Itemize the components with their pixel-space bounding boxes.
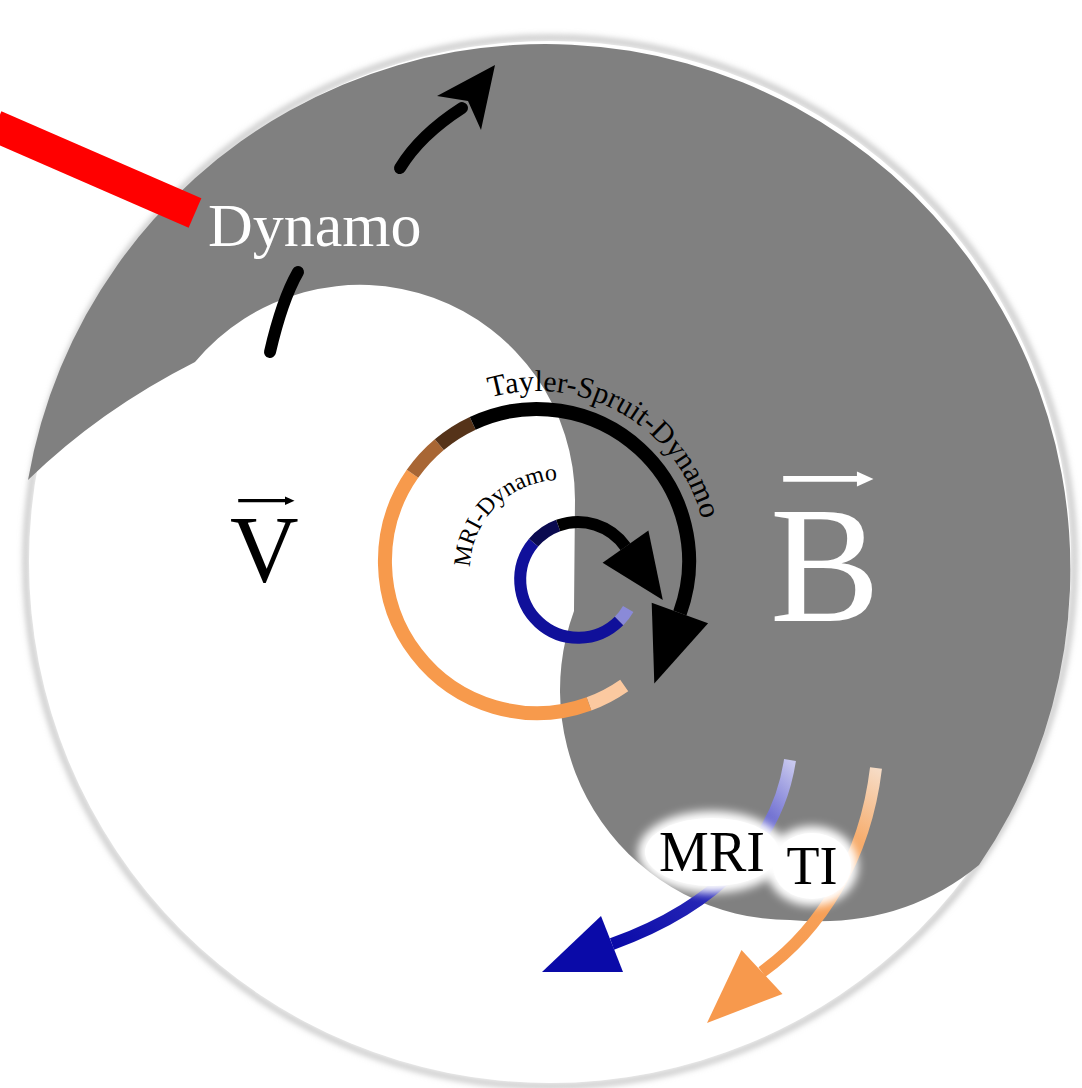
velocity-symbol: V — [230, 503, 299, 598]
ti-arrow-shaft — [762, 768, 876, 972]
mri-loop-head — [603, 531, 663, 600]
ti-loop-arc — [413, 445, 440, 474]
gray-region — [28, 44, 1070, 921]
dynamo-arrow-head — [437, 65, 495, 130]
dynamo-arrow-shaft — [400, 108, 462, 168]
instability-label: MRI — [659, 821, 765, 883]
instability-node: TI — [773, 833, 852, 899]
vector-bar — [783, 476, 858, 482]
ti-loop-arc — [439, 423, 472, 444]
ti-loop-arc — [589, 686, 624, 704]
instability-node: MRI — [645, 818, 779, 886]
mri-loop-arc — [619, 609, 628, 621]
instability-label: TI — [787, 836, 838, 896]
loop-label: Tayler-Spruit-Dynamo — [484, 364, 728, 521]
mri-loop-arc — [520, 543, 619, 638]
loop-label: MRI-Dynamo — [449, 459, 558, 568]
red-bar — [0, 126, 195, 213]
mri-arrow-head — [542, 916, 623, 972]
mri-arrow-shaft — [612, 760, 790, 944]
ti-loop-head — [652, 603, 708, 684]
field-symbol: B — [770, 483, 880, 648]
dynamo-arrow-shaft — [270, 272, 298, 352]
dynamo-label: Dynamo — [208, 194, 422, 256]
vector-bar — [238, 499, 286, 502]
mri-loop-arc — [558, 522, 625, 547]
ti-arrow-head — [707, 950, 783, 1023]
mri-loop-arc — [534, 526, 559, 543]
